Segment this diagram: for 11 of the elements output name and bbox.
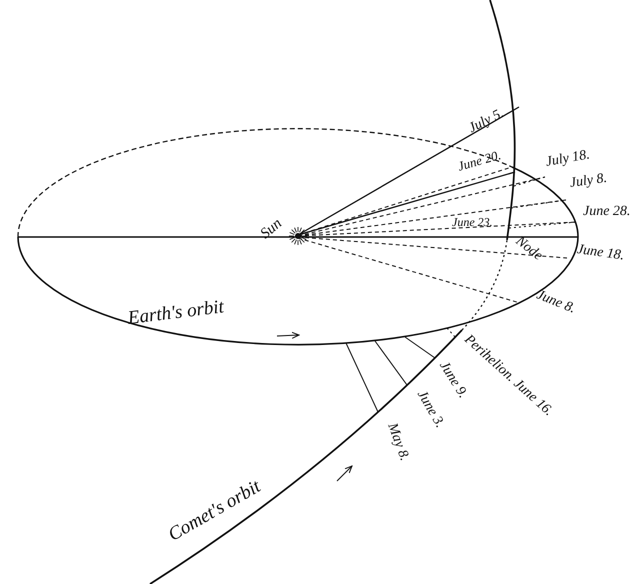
date-label: June 23. [452, 216, 493, 228]
orbit-label: Earth's orbit [126, 296, 225, 328]
date-label: June 20. [456, 148, 502, 172]
date-label: May 8. [384, 422, 411, 463]
date-label: July 18. [544, 148, 591, 170]
node-label: Node [512, 234, 545, 264]
date-label: June 28. [583, 205, 630, 219]
date-label: June 18. [576, 243, 625, 264]
date-label: June 8. [534, 288, 578, 317]
sun-label: Sun [258, 216, 286, 242]
date-label: July 8. [569, 172, 608, 191]
